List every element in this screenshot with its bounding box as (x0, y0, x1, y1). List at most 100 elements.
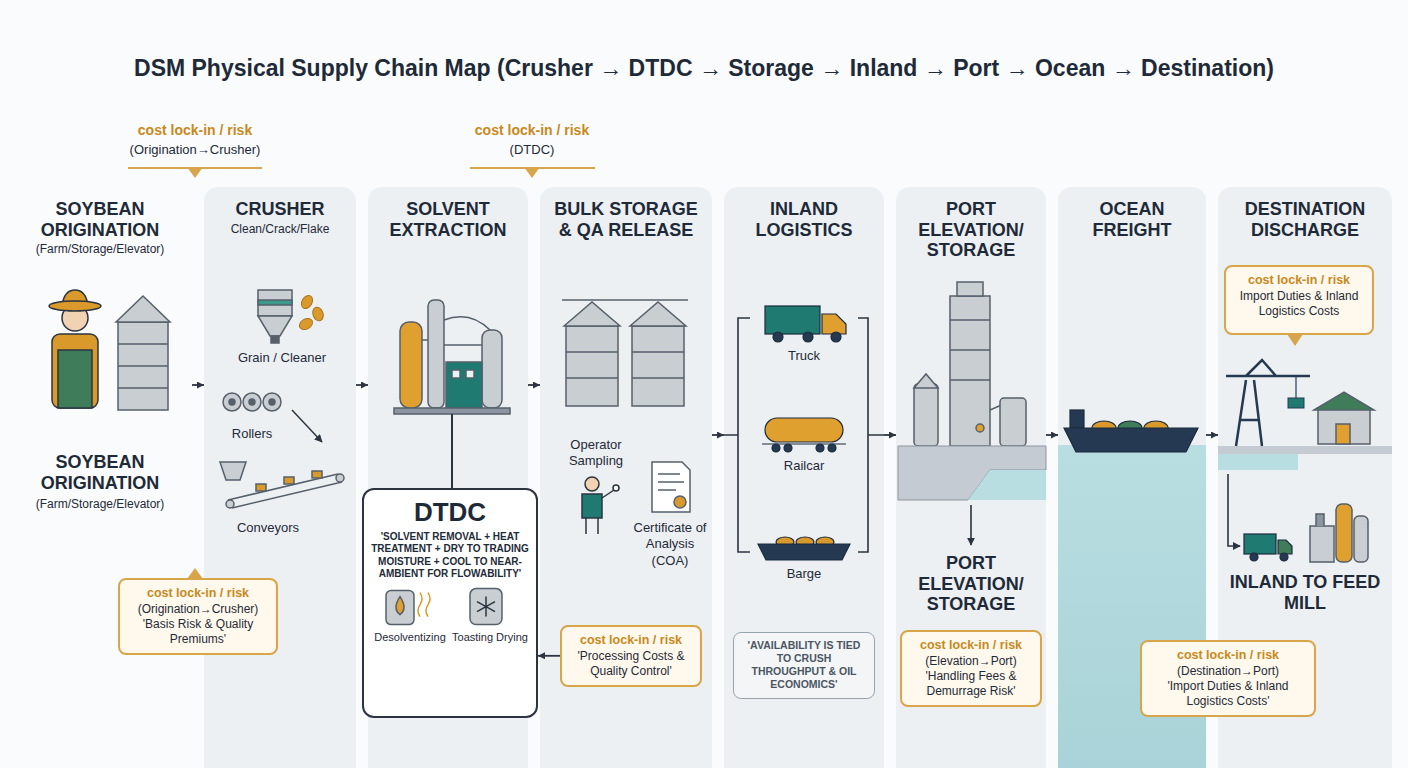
railcar-icon (762, 418, 846, 452)
conveyor-icon (256, 484, 266, 491)
stage-label: PORT ELEVATION/ STORAGE (898, 553, 1044, 615)
callout-body: 'Basis Risk & Quality Premiums' (128, 617, 268, 647)
truck-icon (831, 332, 841, 342)
dtdc-icons (470, 589, 502, 625)
box-title: DTDC (370, 498, 530, 527)
conveyor-icon (226, 500, 234, 508)
grain-cleaner-icon (258, 290, 292, 343)
feed-mill-icon (1310, 504, 1368, 562)
flow-arrow (192, 384, 204, 386)
extraction-plant-icon (394, 408, 510, 414)
farmer-icon (49, 301, 101, 311)
pier-icon (898, 446, 1046, 500)
roller-icon (249, 399, 255, 405)
silo-icon (118, 344, 168, 388)
process-arrow (292, 410, 322, 442)
storage-silo-icon (562, 300, 688, 406)
ship-icon (1064, 410, 1198, 452)
farmer-icon (49, 290, 101, 408)
crane-icon (1226, 360, 1310, 446)
cost-bracket (524, 167, 540, 178)
soybean-icon (299, 293, 315, 310)
stage-heading: BULK STORAGE & QA RELEASE (546, 199, 706, 240)
diagram-title: DSM Physical Supply Chain Map (Crusher →… (0, 55, 1408, 82)
port-elevator-icon (976, 424, 984, 432)
soybean-icon (297, 293, 325, 331)
callout-scope: (Elevation→Port) (910, 654, 1032, 669)
grain-cleaner-icon (258, 290, 292, 316)
risk-callout: cost lock-in / riskImport Duties & Inlan… (1224, 265, 1374, 335)
feed-mill-icon (1316, 514, 1324, 526)
feed-truck-icon (1244, 534, 1292, 561)
dtdc-icons (477, 597, 495, 617)
callout-scope: (Origination→Crusher) (128, 602, 268, 617)
extraction-plant-icon (446, 362, 482, 408)
farmer-icon (58, 350, 92, 408)
callout-scope: (Origination→Crusher) (95, 142, 295, 158)
operator-icon (582, 494, 602, 518)
silo-icon (116, 296, 170, 322)
ship-icon (1118, 421, 1142, 435)
silo-icon (118, 322, 168, 410)
truck-icon (765, 306, 846, 342)
storage-silo-icon (632, 326, 684, 406)
stage-band: INLAND LOGISTICS'AVAILABILITY IS TIED TO… (724, 187, 884, 768)
operator-icon (586, 490, 614, 534)
grain-cleaner-icon (258, 316, 292, 336)
ship-icon (1092, 421, 1116, 435)
extraction-plant-icon (451, 414, 453, 488)
stage-label: INLAND TO FEED MILL (1220, 572, 1390, 613)
note-box: 'AVAILABILITY IS TIED TO CRUSH THROUGHPU… (733, 632, 875, 699)
stage-column: SOYBEAN ORIGINATION (Farm/Storage/Elevato… (8, 187, 192, 427)
conveyor-icon (312, 471, 322, 478)
extraction-plant-icon (452, 370, 460, 378)
barge-icon (796, 537, 814, 547)
risk-callout: cost lock-in / risk'Processing Costs & Q… (560, 625, 702, 687)
pier-icon (898, 446, 1046, 500)
railcar-icon (772, 444, 780, 452)
stage-heading: DESTINATION DISCHARGE (1224, 199, 1386, 240)
ship-icon (1070, 410, 1084, 428)
feed-truck-icon (1280, 553, 1288, 561)
icon-caption: Barge (764, 566, 844, 582)
callout-heading: cost lock-in / risk (128, 586, 268, 602)
stage-heading: SOYBEAN ORIGINATION (12, 199, 188, 240)
stage-heading: CRUSHER (210, 199, 350, 220)
roller-icon (263, 393, 281, 411)
warehouse-icon (1314, 392, 1374, 444)
box-description: 'SOLVENT REMOVAL + HEAT TREATMENT + DRY … (370, 531, 530, 581)
flow-arrow (356, 384, 368, 386)
railcar-icon (762, 443, 846, 444)
roller-icon (223, 393, 281, 411)
barge-icon (776, 537, 794, 547)
conveyor-icon (220, 462, 246, 480)
icon-caption: Truck (764, 348, 844, 364)
barge-icon (816, 537, 834, 547)
barge-icon (758, 537, 850, 560)
feed-truck-icon (1244, 534, 1276, 554)
callout-heading: cost lock-in / risk (910, 638, 1032, 654)
flow-arrow (712, 434, 724, 436)
extraction-plant-icon (428, 300, 444, 408)
roller-icon (229, 399, 235, 405)
dtdc-icons (396, 597, 404, 615)
pier-icon (968, 470, 1046, 500)
operator-icon (585, 477, 599, 491)
callout-scope: (Destination→Port) (1150, 664, 1306, 679)
stage-heading: SOLVENT EXTRACTION (374, 199, 522, 240)
extraction-plant-icon (394, 300, 510, 488)
down-arrow (1228, 474, 1240, 546)
barge-icon (758, 544, 850, 560)
conveyor-icon (228, 474, 342, 508)
silo-icon (116, 296, 170, 410)
stage-subtitle: (Farm/Storage/Elevator) (12, 242, 188, 258)
stage-band: BULK STORAGE & QA RELEASE cost lock-in / … (540, 187, 712, 768)
truck-icon (822, 314, 846, 334)
truck-icon (773, 332, 783, 342)
mode-bracket (724, 318, 884, 552)
callout-body: 'Handling Fees & Demurrage Risk' (910, 669, 1032, 699)
farmer-icon (62, 305, 88, 331)
feed-truck-icon (1250, 553, 1258, 561)
cost-bracket (187, 568, 203, 579)
storage-silo-icon (566, 326, 618, 406)
